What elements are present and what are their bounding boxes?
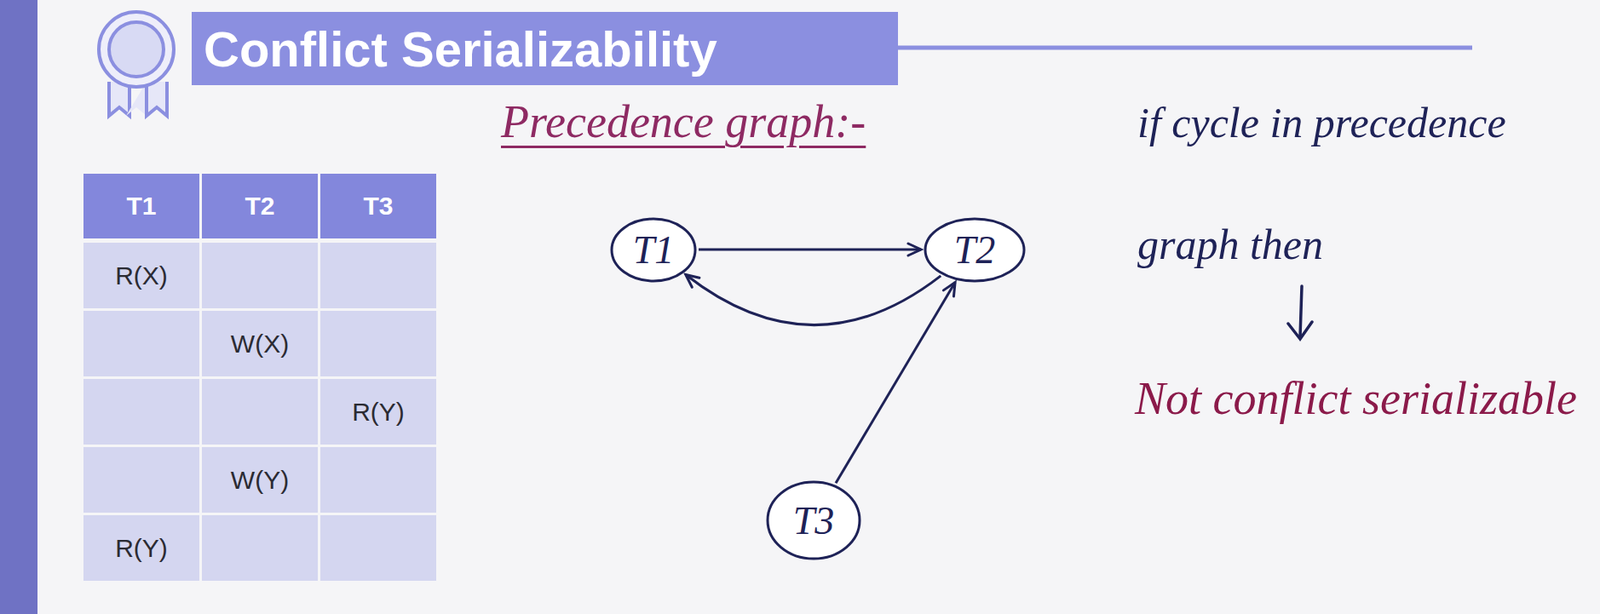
graph-edge xyxy=(698,248,921,252)
node-texts: T1 xyxy=(633,227,675,273)
table-cell xyxy=(83,447,200,513)
table-cell-text: R(Y) xyxy=(320,379,437,445)
rule-conclusion: Not conflict serializable xyxy=(1134,357,1600,440)
node-ellipse xyxy=(925,218,1025,282)
graph-edge xyxy=(685,275,941,326)
down-arrow xyxy=(1288,286,1313,340)
node-ellipse xyxy=(767,482,860,559)
table-cell-text: W(Y) xyxy=(201,447,318,513)
node-label: T2 xyxy=(954,227,996,273)
graph-node: T3 xyxy=(765,480,862,561)
side-bar xyxy=(0,0,38,614)
graph-node: T1 xyxy=(610,217,697,283)
title-text: Conflict Serializability xyxy=(191,20,730,78)
table-cell xyxy=(320,515,437,582)
graph-node: T2 xyxy=(923,217,1026,283)
table-cell xyxy=(320,447,437,513)
table-header: T1 xyxy=(83,173,200,239)
title-rule xyxy=(886,46,1473,51)
node-texts: T3 xyxy=(793,498,835,544)
node-label: T3 xyxy=(793,498,835,544)
table-cell-text: R(X) xyxy=(83,242,200,309)
node-ellipse xyxy=(611,218,696,282)
rule-note: if cycle in precedence graph then xyxy=(1137,62,1581,306)
table-cell xyxy=(320,310,437,377)
table-cell xyxy=(201,515,318,582)
table-header: T3 xyxy=(320,173,437,239)
graph-edge xyxy=(835,282,956,484)
table-cell xyxy=(83,379,200,445)
table-header: T2 xyxy=(201,173,318,239)
table-cell xyxy=(201,242,318,309)
title-banner: Conflict Serializability xyxy=(191,11,898,86)
node-label: T1 xyxy=(633,227,675,273)
table-cell xyxy=(201,379,318,445)
node-texts: T2 xyxy=(954,227,996,273)
table-cell xyxy=(83,310,200,377)
graph-heading: Precedence graph:- xyxy=(500,95,866,149)
table-cell-text: R(Y) xyxy=(83,515,200,582)
table-cell xyxy=(320,242,437,309)
ribbon-icon xyxy=(98,11,174,116)
table-cell-text: W(X) xyxy=(201,310,318,377)
